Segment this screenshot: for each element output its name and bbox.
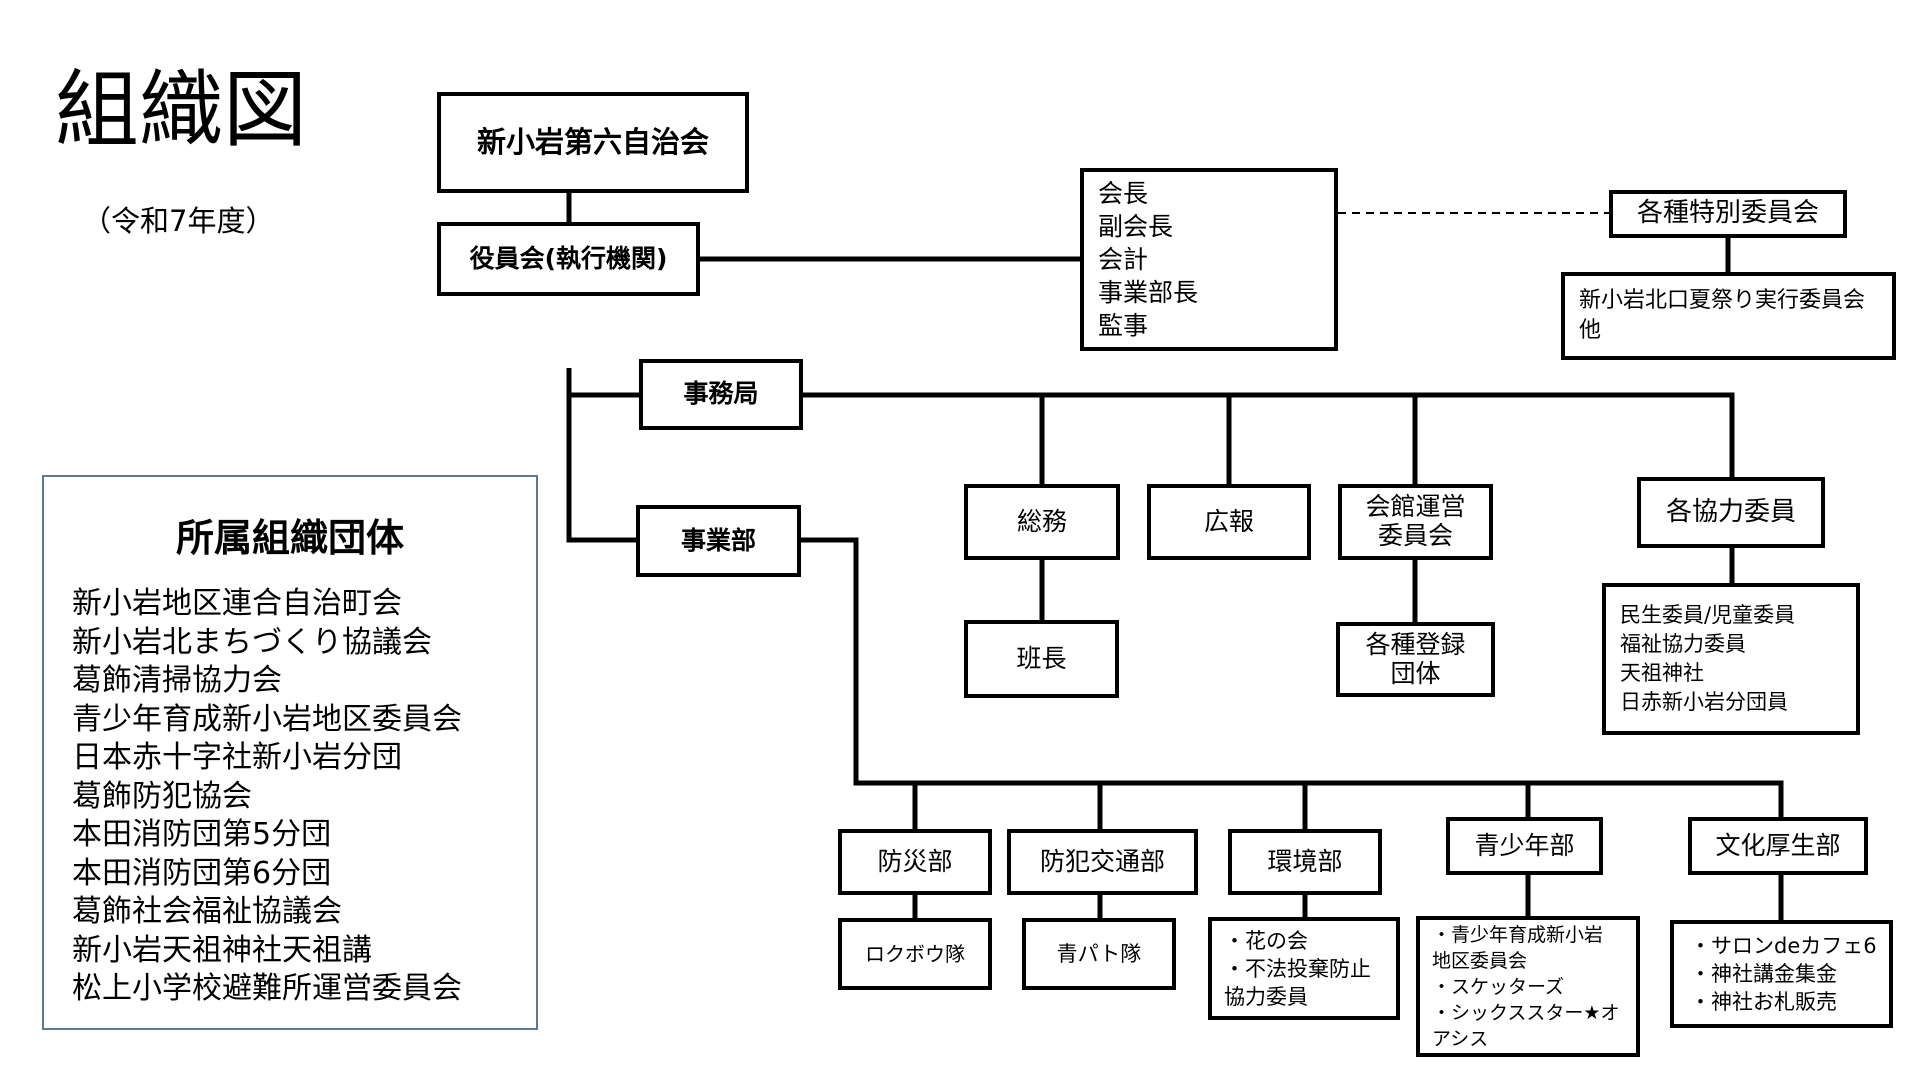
affiliated-organization-item: 本田消防団第6分団 — [72, 855, 332, 891]
affiliated-organization-item: 日本赤十字社新小岩分団 — [72, 740, 402, 775]
affiliated-organization-item: 新小岩北まちづくり協議会 — [72, 624, 432, 660]
cooperation-member-item: 福祉協力委員 — [1620, 632, 1746, 656]
cooperation-members-list-box: 民生委員/児童委員 福祉協力委員 天祖神社 日赤新小岩分団員 — [1602, 583, 1860, 735]
root-organization-label: 新小岩第六自治会 — [476, 124, 709, 159]
affiliated-organizations-panel: 所属組織団体 新小岩地区連合自治町会 新小岩北まちづくり協議会 葛飾清掃協力会 … — [42, 475, 538, 1030]
seishounen-groups-box: ・青少年育成新小岩 地区委員会 ・スケッターズ ・シックススター★オ アシス — [1416, 916, 1640, 1057]
seishounen-group-item: ・青少年育成新小岩 — [1432, 923, 1604, 946]
dept-bousai-box: 防災部 — [838, 829, 992, 895]
business-bus-line — [801, 537, 1784, 817]
kankyou-groups-box: ・花の会 ・不法投棄防止 協力委員 — [1208, 917, 1400, 1020]
executive-board-box: 役員会(執行機関) — [437, 222, 700, 296]
affiliated-organization-item: 新小岩地区連合自治町会 — [72, 586, 402, 621]
affiliated-organization-item: 葛飾防犯協会 — [72, 778, 252, 814]
root-organization-box: 新小岩第六自治会 — [437, 92, 749, 193]
affiliated-organization-item: 本田消防団第5分団 — [72, 817, 332, 852]
unit-soumu-label: 総務 — [1016, 506, 1067, 536]
dept-bunka-box: 文化厚生部 — [1688, 817, 1868, 875]
officer-item: 会計 — [1098, 245, 1149, 274]
officer-item: 監事 — [1098, 311, 1149, 340]
affiliated-organization-item: 青少年育成新小岩地区委員会 — [72, 701, 462, 737]
affiliated-organization-item: 松上小学校避難所運営委員会 — [72, 971, 462, 1006]
page-title: 組織図 — [55, 61, 308, 159]
blue-patrol-box: 青パト隊 — [1022, 918, 1176, 990]
unit-kyouryoku-label: 各協力委員 — [1665, 496, 1796, 527]
rokubou-team-box: ロクボウ隊 — [838, 918, 992, 990]
officers-box: 会長 副会長 会計 事業部長 監事 — [1080, 168, 1338, 351]
unit-soumu-box: 総務 — [964, 484, 1120, 560]
unit-kaikan-label-line: 会館運営 — [1365, 492, 1466, 522]
officer-item: 会長 — [1098, 179, 1149, 208]
dept-bousai-label: 防災部 — [877, 846, 953, 876]
officer-item: 副会長 — [1098, 212, 1174, 241]
kankyou-group-item: ・花の会 — [1224, 928, 1308, 953]
cooperation-member-item: 民生委員/児童委員 — [1620, 603, 1796, 627]
special-committee-details-box: 新小岩北口夏祭り実行委員会 他 — [1561, 272, 1896, 360]
seishounen-group-item: ・スケッターズ — [1432, 975, 1565, 998]
dept-seishounen-label: 青少年部 — [1474, 830, 1575, 860]
kankyou-group-item: 協力委員 — [1224, 984, 1308, 1009]
executive-board-label: 役員会(執行機関) — [469, 243, 668, 273]
business-division-label: 事業部 — [680, 525, 756, 555]
bunka-group-item: ・神社お札販売 — [1690, 990, 1837, 1014]
dept-kankyou-box: 環境部 — [1228, 829, 1382, 895]
cooperation-member-item: 日赤新小岩分団員 — [1620, 690, 1788, 714]
special-committee-detail: 新小岩北口夏祭り実行委員会 — [1579, 288, 1866, 313]
bunka-group-item: ・サロンdeカフェ6 — [1690, 934, 1877, 958]
registered-groups-box: 各種登録 団体 — [1336, 622, 1495, 697]
bunka-groups-box: ・サロンdeカフェ6 ・神社講金集金 ・神社お札販売 — [1670, 920, 1893, 1028]
secretariat-bus-line — [803, 392, 1735, 477]
special-committee-label: 各種特別委員会 — [1636, 198, 1819, 229]
affiliated-organization-item: 葛飾社会福祉協議会 — [72, 894, 342, 929]
dept-kankyou-label: 環境部 — [1267, 846, 1343, 876]
registered-groups-line: 各種登録 — [1365, 629, 1466, 659]
dept-seishounen-box: 青少年部 — [1446, 817, 1603, 875]
unit-kyouryoku-box: 各協力委員 — [1637, 477, 1825, 548]
rokubou-team-label: ロクボウ隊 — [865, 941, 965, 966]
hanchou-label: 班長 — [1016, 643, 1067, 673]
seishounen-group-item: ・シックススター★オ — [1432, 1001, 1620, 1024]
affiliated-organizations-heading: 所属組織団体 — [175, 516, 404, 560]
affiliated-organization-item: 新小岩天祖神社天祖講 — [72, 932, 372, 968]
dept-bunka-label: 文化厚生部 — [1715, 830, 1841, 860]
unit-kouhou-box: 広報 — [1147, 484, 1311, 560]
affiliated-organization-item: 葛飾清掃協力会 — [72, 663, 282, 698]
blue-patrol-label: 青パト隊 — [1056, 941, 1142, 966]
seishounen-group-item: アシス — [1432, 1027, 1489, 1050]
trunk-line — [566, 368, 636, 543]
special-committee-box: 各種特別委員会 — [1609, 190, 1847, 238]
special-committee-detail: 他 — [1579, 318, 1602, 343]
bunka-group-item: ・神社講金集金 — [1690, 962, 1837, 986]
business-division-box: 事業部 — [636, 505, 801, 577]
unit-kaikan-label-line: 委員会 — [1377, 521, 1453, 550]
officer-item: 事業部長 — [1098, 278, 1199, 307]
unit-kaikan-box: 会館運営 委員会 — [1338, 484, 1493, 560]
secretariat-label: 事務局 — [683, 379, 759, 409]
unit-kouhou-label: 広報 — [1203, 506, 1254, 536]
seishounen-group-item: 地区委員会 — [1432, 949, 1528, 972]
registered-groups-line: 団体 — [1390, 658, 1441, 688]
dept-bouhan-box: 防犯交通部 — [1007, 829, 1198, 895]
secretariat-box: 事務局 — [639, 359, 803, 430]
kankyou-group-item: ・不法投棄防止 — [1224, 956, 1371, 981]
affiliated-organizations-list: 新小岩地区連合自治町会 新小岩北まちづくり協議会 葛飾清掃協力会 青少年育成新小… — [72, 585, 462, 1009]
dept-bouhan-label: 防犯交通部 — [1039, 846, 1165, 876]
fiscal-year-subtitle: （令和7年度） — [82, 204, 275, 238]
cooperation-member-item: 天祖神社 — [1620, 661, 1704, 685]
hanchou-box: 班長 — [964, 620, 1119, 698]
